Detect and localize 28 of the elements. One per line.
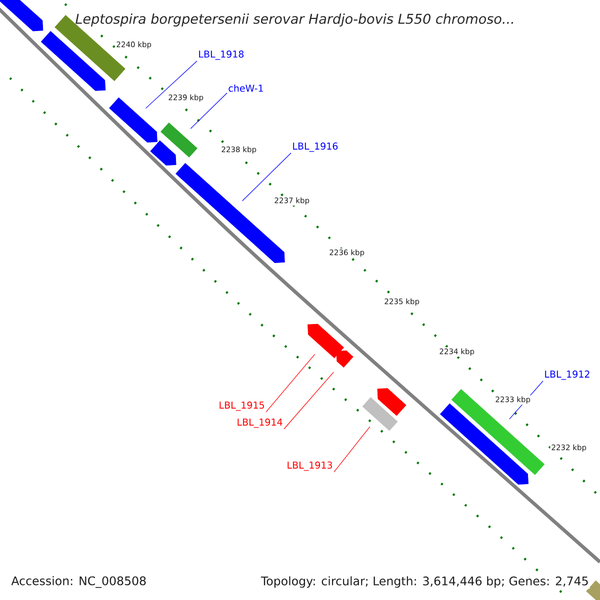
- gene-label: LBL_1913: [288, 462, 332, 471]
- gene-feature: [150, 140, 176, 166]
- gene-bar: [362, 397, 398, 431]
- leader-line: [334, 426, 370, 472]
- gene-label: LBL_1914: [238, 418, 282, 428]
- gene-bar: [586, 580, 600, 600]
- title-text: Leptospira borgpetersenii serovar Hardjo-bovis L550 chromoso...: [74, 12, 516, 28]
- gene-label: LBL_1916: [293, 142, 338, 152]
- leader-line: [284, 372, 334, 430]
- gene-feature: [336, 350, 354, 368]
- gene-feature: [377, 388, 406, 416]
- gene-feature: [308, 324, 344, 358]
- gene-feature: [40, 31, 106, 91]
- leader-line: [266, 354, 316, 412]
- gene-bar: [451, 389, 545, 475]
- gene-label: LBL_1912: [545, 370, 590, 380]
- leader-line: [145, 60, 198, 109]
- gene-feature: [109, 98, 158, 143]
- info-text: Accession: NC_008508: [10, 575, 148, 589]
- leader-line: [190, 92, 228, 129]
- info-text: Topology: circular; Length: 3,614,446 bp; Genes: 2,745: [260, 575, 590, 589]
- gene-label: cheW-1: [228, 84, 263, 92]
- leader-line: [242, 152, 292, 202]
- gene-feature: [0, 0, 44, 32]
- gene-label: LBL_1918: [199, 50, 244, 60]
- gene-bar: [160, 122, 198, 158]
- gene-label: LBL_1915: [220, 402, 264, 411]
- gene-feature: [440, 403, 528, 485]
